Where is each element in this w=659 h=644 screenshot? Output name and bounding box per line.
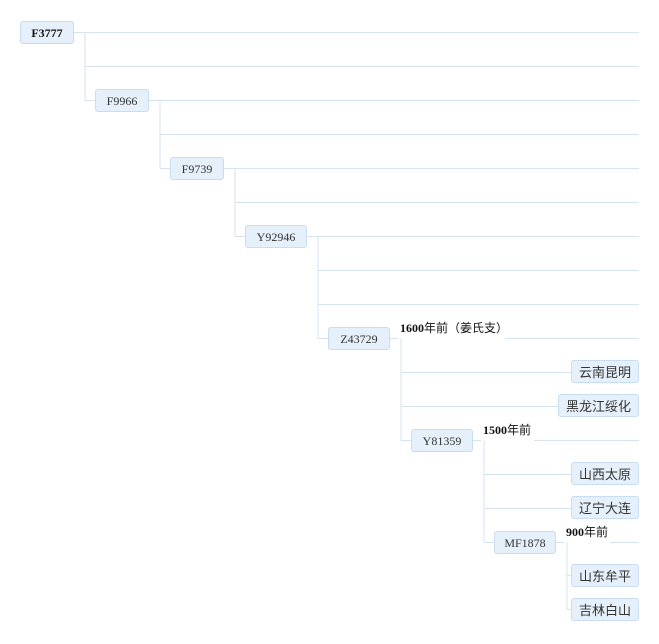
age-note-value: 1600 <box>400 321 424 335</box>
age-note-y81359: 1500年前 <box>483 422 531 438</box>
haplogroup-node-y92946[interactable]: Y92946 <box>245 225 307 248</box>
age-note-z43729: 1600年前（姜氏支） <box>400 320 508 336</box>
age-note-value: 900 <box>566 525 584 539</box>
place-jilin-baishan[interactable]: 吉林白山 <box>570 598 639 621</box>
haplogroup-node-f9739[interactable]: F9739 <box>170 157 224 180</box>
haplogroup-node-mf1878[interactable]: MF1878 <box>494 531 556 554</box>
place-shanxi-taiyuan[interactable]: 山西太原 <box>570 462 639 485</box>
age-note-value: 1500 <box>483 423 507 437</box>
age-note-suffix: 年前 <box>584 525 609 539</box>
age-note-mf1878: 900年前 <box>566 524 608 540</box>
place-liaoning-dalian[interactable]: 辽宁大连 <box>570 496 639 519</box>
haplogroup-node-z43729[interactable]: Z43729 <box>328 327 390 350</box>
place-heilongjiang-suihua[interactable]: 黑龙江绥化 <box>557 394 639 417</box>
haplogroup-node-f3777[interactable]: F3777 <box>20 21 74 44</box>
age-note-suffix: 年前（姜氏支） <box>424 321 509 335</box>
place-shandong-muping[interactable]: 山东牟平 <box>570 564 639 587</box>
place-yunnan-kunming[interactable]: 云南昆明 <box>570 360 639 383</box>
age-note-suffix: 年前 <box>507 423 532 437</box>
haplogroup-node-y81359[interactable]: Y81359 <box>411 429 473 452</box>
haplogroup-node-f9966[interactable]: F9966 <box>95 89 149 112</box>
